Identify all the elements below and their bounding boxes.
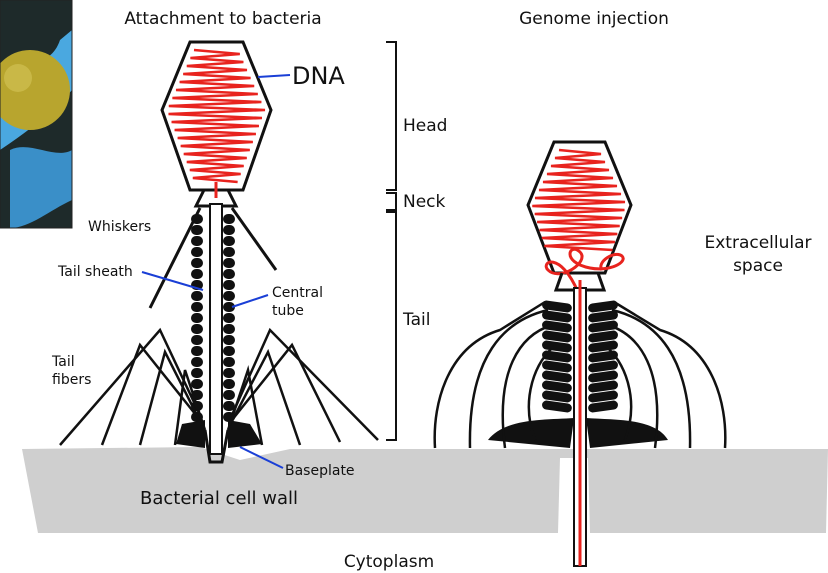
label-neck: Neck [403,192,446,212]
label-central-tube-1: Central [272,285,323,301]
sheath-segment [223,379,235,389]
sheath-segment [223,258,235,268]
sheath-segment [223,346,235,356]
sheath-segment [191,313,203,323]
sheath-segment [223,313,235,323]
label-whiskers: Whiskers [88,219,151,235]
sheath-segment [223,357,235,367]
sheath-segment [223,214,235,224]
title-injection: Genome injection [519,9,669,29]
sheath-segment [223,368,235,378]
sheath-segment [191,379,203,389]
sheath-segment [223,280,235,290]
micrograph-inset [0,0,72,228]
label-baseplate: Baseplate [285,463,355,479]
sheath-segment [223,324,235,334]
sheath-segment [223,247,235,257]
sheath-segment [191,258,203,268]
label-dna: DNA [292,62,345,90]
label-tail-fibers-1: Tail [51,354,75,370]
sheath-segment [191,302,203,312]
sheath-segment [191,269,203,279]
sheath-segment [223,390,235,400]
sheath-segment [223,269,235,279]
label-extracellular-1: Extracellular [704,233,811,253]
sheath-segment [191,225,203,235]
phage-attachment [60,42,378,462]
label-tail: Tail [402,310,430,330]
title-attachment: Attachment to bacteria [124,9,321,29]
central-tube [210,204,222,454]
label-cell-wall: Bacterial cell wall [140,488,298,509]
sheath-segment [223,291,235,301]
label-cytoplasm: Cytoplasm [344,552,434,572]
label-central-tube-2: tube [272,303,304,319]
sheath-segment [191,357,203,367]
sheath-segment [191,335,203,345]
section-bracket [386,42,396,440]
sheath-segment [191,324,203,334]
sheath-segment [191,368,203,378]
whisker-right [232,208,276,270]
label-extracellular-2: space [733,256,783,276]
label-tail-sheath: Tail sheath [57,264,133,280]
sheath-segment [223,335,235,345]
sheath-segment [191,247,203,257]
label-head: Head [403,116,447,136]
label-tail-fibers-2: fibers [52,372,91,388]
sheath-segment [191,346,203,356]
sheath-segment [223,236,235,246]
sheath-segment [223,225,235,235]
sheath-segment [191,236,203,246]
sheath-segment [191,291,203,301]
